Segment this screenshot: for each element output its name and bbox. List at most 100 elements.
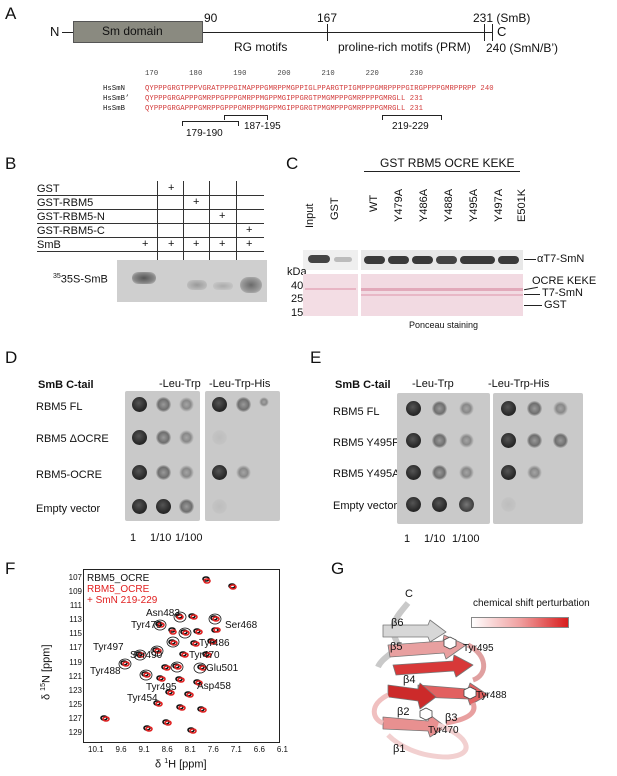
colony: [132, 499, 147, 514]
row-gst: GST: [37, 183, 60, 195]
peak: [174, 664, 182, 670]
colony: [156, 465, 171, 480]
peak: [122, 661, 130, 667]
d-plate-leu-trp-his: [205, 391, 280, 521]
e-row-rbm5-fl: RBM5 FL: [333, 406, 380, 418]
wb-band-input: [308, 255, 330, 263]
peak: [199, 707, 207, 713]
range-bracket-179-190: [182, 121, 239, 126]
strand-b6: [382, 619, 447, 643]
wb-band-gst: [334, 257, 352, 262]
x-tick: 6.1: [276, 745, 288, 754]
table-line-4: [37, 237, 264, 238]
range-179-190: 179-190: [186, 128, 223, 139]
d-row-rbm5-ocre: RBM5-OCRE: [36, 469, 103, 481]
tyr-ring: [463, 686, 477, 700]
lane-gst: GST: [329, 197, 341, 220]
label-gst: GST: [544, 299, 567, 311]
y-tick: 127: [68, 713, 82, 723]
peak: [192, 641, 200, 647]
plus-smb-5: +: [246, 238, 253, 250]
colony: [459, 433, 474, 448]
peak-highlight-circle: [173, 611, 187, 623]
panel-b-label: B: [5, 154, 17, 173]
colony: [406, 401, 421, 416]
strand-b1-label: β1: [393, 743, 406, 755]
arrow-ocre-keke: [524, 286, 538, 291]
arrow-t7-smn: [524, 294, 540, 295]
peak: [163, 665, 171, 671]
peak-highlight-circle: [118, 658, 132, 670]
lane-divider-2: [183, 181, 184, 300]
colony: [212, 499, 227, 514]
peak: [157, 622, 165, 628]
res-ser468: Ser468: [225, 620, 258, 631]
nmr-spectrum-frame: RBM5_OCRE RBM5_OCRE + SmN 219-229 Asn483…: [83, 569, 280, 743]
wb-band-y486a: [412, 256, 433, 264]
lane-y495a: Y495A: [468, 188, 480, 222]
colony: [501, 497, 516, 512]
strand-b4-label: β4: [403, 674, 416, 686]
peak-highlight-circle: [166, 636, 180, 648]
range-bracket-187-195: [224, 115, 268, 120]
y-tick: 117: [69, 643, 82, 653]
peak: [195, 680, 203, 686]
peak: [181, 652, 189, 658]
colony: [236, 465, 251, 480]
d-header-smb-c-tail: SmB C-tail: [38, 379, 94, 391]
d-dil-1: 1: [130, 532, 137, 544]
e-row-rbm5-y495f: RBM5 Y495F: [333, 437, 399, 449]
c-tail-coil: [375, 601, 411, 669]
nmr-y-label: δ 15N [ppm]: [40, 644, 53, 701]
legend-rbm5-ocre-red: RBM5_OCRE: [87, 584, 150, 595]
d-col-leu-trp-his: -Leu-Trp-His: [209, 378, 271, 390]
e-col-leu-trp: -Leu-Trp: [412, 378, 454, 390]
x-tick: 10.1: [88, 745, 104, 754]
ponceau-band: [361, 294, 523, 296]
band-rbm5: [187, 280, 207, 290]
western-blot-left: [303, 250, 358, 270]
colony: [236, 397, 251, 412]
colony: [132, 397, 147, 412]
x-tick: 9.6: [115, 745, 127, 754]
colony: [179, 430, 194, 445]
table-line-2: [37, 209, 264, 210]
protein-backbone-line: [62, 32, 492, 33]
sequence-ruler: 170 180 190 200 210 220 230: [145, 70, 424, 78]
strand-b6-label: β6: [391, 617, 404, 629]
peak: [137, 652, 145, 658]
strand-b5-label: β5: [390, 641, 403, 653]
g-tyr488: Tyr488: [476, 690, 507, 701]
y-tick: 115: [69, 629, 82, 639]
colony: [432, 497, 447, 512]
lane-y486a: Y486A: [418, 188, 430, 222]
panel-e-label: E: [310, 348, 322, 367]
colony: [527, 465, 542, 480]
arrow-gst: [524, 305, 542, 306]
pos-231: 231 (SmB): [473, 11, 531, 25]
lane-input: Input: [304, 203, 316, 228]
peak-highlight-circle: [178, 627, 192, 639]
res-tyr470: Tyr470: [189, 650, 220, 661]
peak: [212, 616, 220, 622]
mw-40: 40: [291, 280, 304, 292]
e-header-smb-c-tail: SmB C-tail: [335, 379, 391, 391]
tick-240: [492, 24, 493, 41]
row-gst-rbm5-c: GST-RBM5-C: [37, 225, 105, 237]
peak: [204, 652, 212, 658]
plus-smb-2: +: [168, 238, 175, 250]
gst-rbm5-ocre-keke-header: GST RBM5 OCRE KEKE: [380, 156, 515, 170]
label-at7-smn: αT7-SmN: [537, 253, 585, 265]
ponceau-right: [361, 274, 523, 316]
peak-highlight-circle: [150, 645, 164, 657]
band-input: [132, 272, 156, 284]
plus-smb-3: +: [193, 238, 200, 250]
n-terminus: N: [50, 24, 60, 39]
csp-legend-label: chemical shift perturbation: [473, 598, 590, 609]
strand-b4: [392, 654, 474, 678]
pos-240: 240 (SmN/B’): [486, 41, 559, 55]
rg-motifs-label: RG motifs: [234, 40, 288, 54]
plus-gst-rbm5-n: +: [219, 210, 226, 222]
d-row-rbm5-docre: RBM5 ΔOCRE: [36, 433, 109, 445]
res-asp458: Asp458: [197, 681, 231, 692]
